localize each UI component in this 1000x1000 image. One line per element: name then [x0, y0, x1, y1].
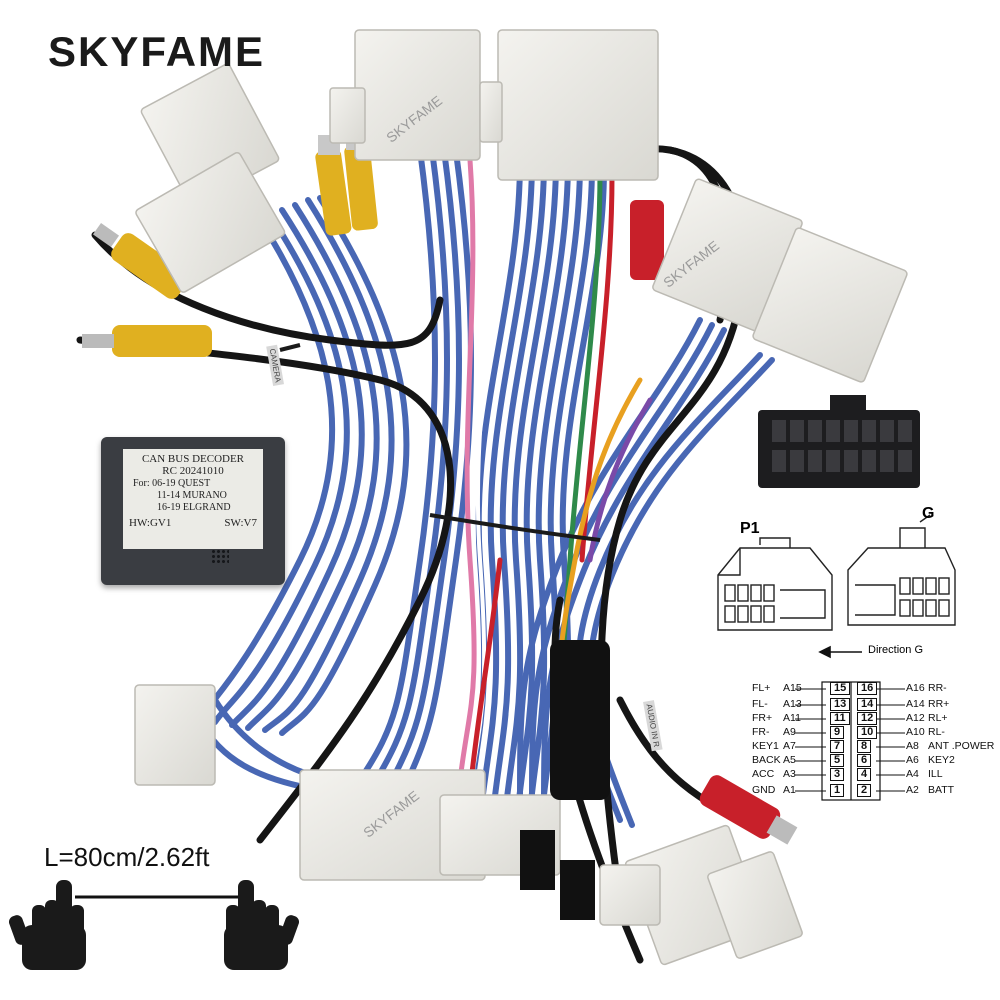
pin-code-right: A4	[906, 768, 919, 780]
p1-drawing	[717, 537, 833, 631]
pin-number: 6	[857, 754, 872, 767]
pin-number: 1	[830, 784, 845, 797]
pin-code-left: A9	[783, 726, 796, 738]
black-16pin-connector	[758, 395, 920, 488]
pin-code-right: A14	[906, 698, 925, 710]
left-hand-icon	[8, 880, 86, 970]
pin-code-right: A10	[906, 726, 925, 738]
pin-code-left: A7	[783, 740, 796, 752]
pin-number: 2	[857, 784, 872, 797]
pin-grid	[821, 681, 881, 801]
pin-number: 5	[830, 754, 845, 767]
red-rca-plugs	[630, 200, 798, 845]
pin-label-left: ACC	[752, 768, 775, 780]
decoder-fit-2: 11-14 MURANO	[157, 490, 227, 501]
pin-label-left: BACK	[752, 754, 781, 766]
pin-label-right: KEY2	[928, 754, 955, 766]
g-label: G	[922, 505, 935, 522]
decoder-fit-1: For: 06-19 QUEST	[133, 478, 211, 489]
length-label: L=80cm/2.62ft	[44, 842, 210, 872]
pin-number: 16	[857, 682, 878, 695]
decoder-title: CAN BUS DECODER	[141, 453, 245, 465]
pin-code-right: A8	[906, 740, 919, 752]
pin-label-right: RR-	[928, 682, 947, 694]
pin-code-left: A15	[783, 682, 802, 694]
pin-number: 15	[830, 682, 851, 695]
pin-label-right: BATT	[928, 784, 955, 796]
pin-code-right: A2	[906, 784, 919, 796]
pin-code-right: A6	[906, 754, 919, 766]
pin-number: 10	[857, 726, 878, 739]
pin-code-left: A1	[783, 784, 796, 796]
p1-label: P1	[740, 520, 760, 537]
pin-label-right: RL-	[928, 726, 945, 738]
colored-wires	[457, 157, 653, 793]
decoder-hw: HW:GV1	[129, 517, 172, 529]
brand-logo: SKYFAME	[48, 28, 266, 75]
direction-label: Direction G	[868, 644, 924, 656]
pin-label-left: FL-	[752, 698, 768, 710]
black-sleeve	[520, 640, 610, 920]
decoder-sw: SW:V7	[224, 517, 257, 529]
pin-number: 13	[830, 698, 851, 711]
pin-label-right: ANT .POWER	[928, 740, 995, 752]
pin-number: 7	[830, 740, 845, 753]
decoder-label: CAN BUS DECODER RC 20241010 For: 06-19 Q…	[123, 449, 263, 549]
pin-number: 8	[857, 740, 872, 753]
pin-label-left: FR-	[752, 726, 770, 738]
right-hand-icon	[224, 880, 300, 970]
can-bus-decoder: CAN BUS DECODER RC 20241010 For: 06-19 Q…	[101, 437, 285, 585]
pin-code-left: A11	[783, 712, 801, 724]
decoder-model: RC 20241010	[162, 465, 224, 477]
yellow-rca-plugs	[82, 130, 378, 357]
pin-number: 9	[830, 726, 845, 739]
white-connectors	[134, 29, 908, 966]
pin-label-left: FR+	[752, 712, 773, 724]
pin-label-left: KEY1	[752, 740, 779, 752]
pin-number: 11	[830, 712, 850, 725]
pin-label-right: ILL	[928, 768, 943, 780]
pin-code-right: A12	[906, 712, 925, 724]
pin-number: 14	[857, 698, 878, 711]
g-drawing	[847, 514, 956, 626]
pin-label-right: RR+	[928, 698, 950, 710]
pin-label-left: GND	[752, 784, 776, 796]
pin-code-left: A5	[783, 754, 796, 766]
decoder-fit-3: 16-19 ELGRAND	[157, 502, 231, 513]
direction-arrow-icon	[818, 645, 862, 659]
pin-leader-lines	[795, 688, 905, 792]
pin-label-right: RL+	[928, 712, 948, 724]
zip-ties	[279, 343, 601, 542]
pin-label-left: FL+	[752, 682, 771, 694]
pin-number: 12	[857, 712, 878, 725]
pin-code-left: A3	[783, 768, 796, 780]
speaker-grille-icon	[211, 549, 229, 565]
pin-number: 4	[857, 768, 872, 781]
pin-code-right: A16	[906, 682, 925, 694]
pin-number: 3	[830, 768, 845, 781]
pin-code-left: A13	[783, 698, 802, 710]
